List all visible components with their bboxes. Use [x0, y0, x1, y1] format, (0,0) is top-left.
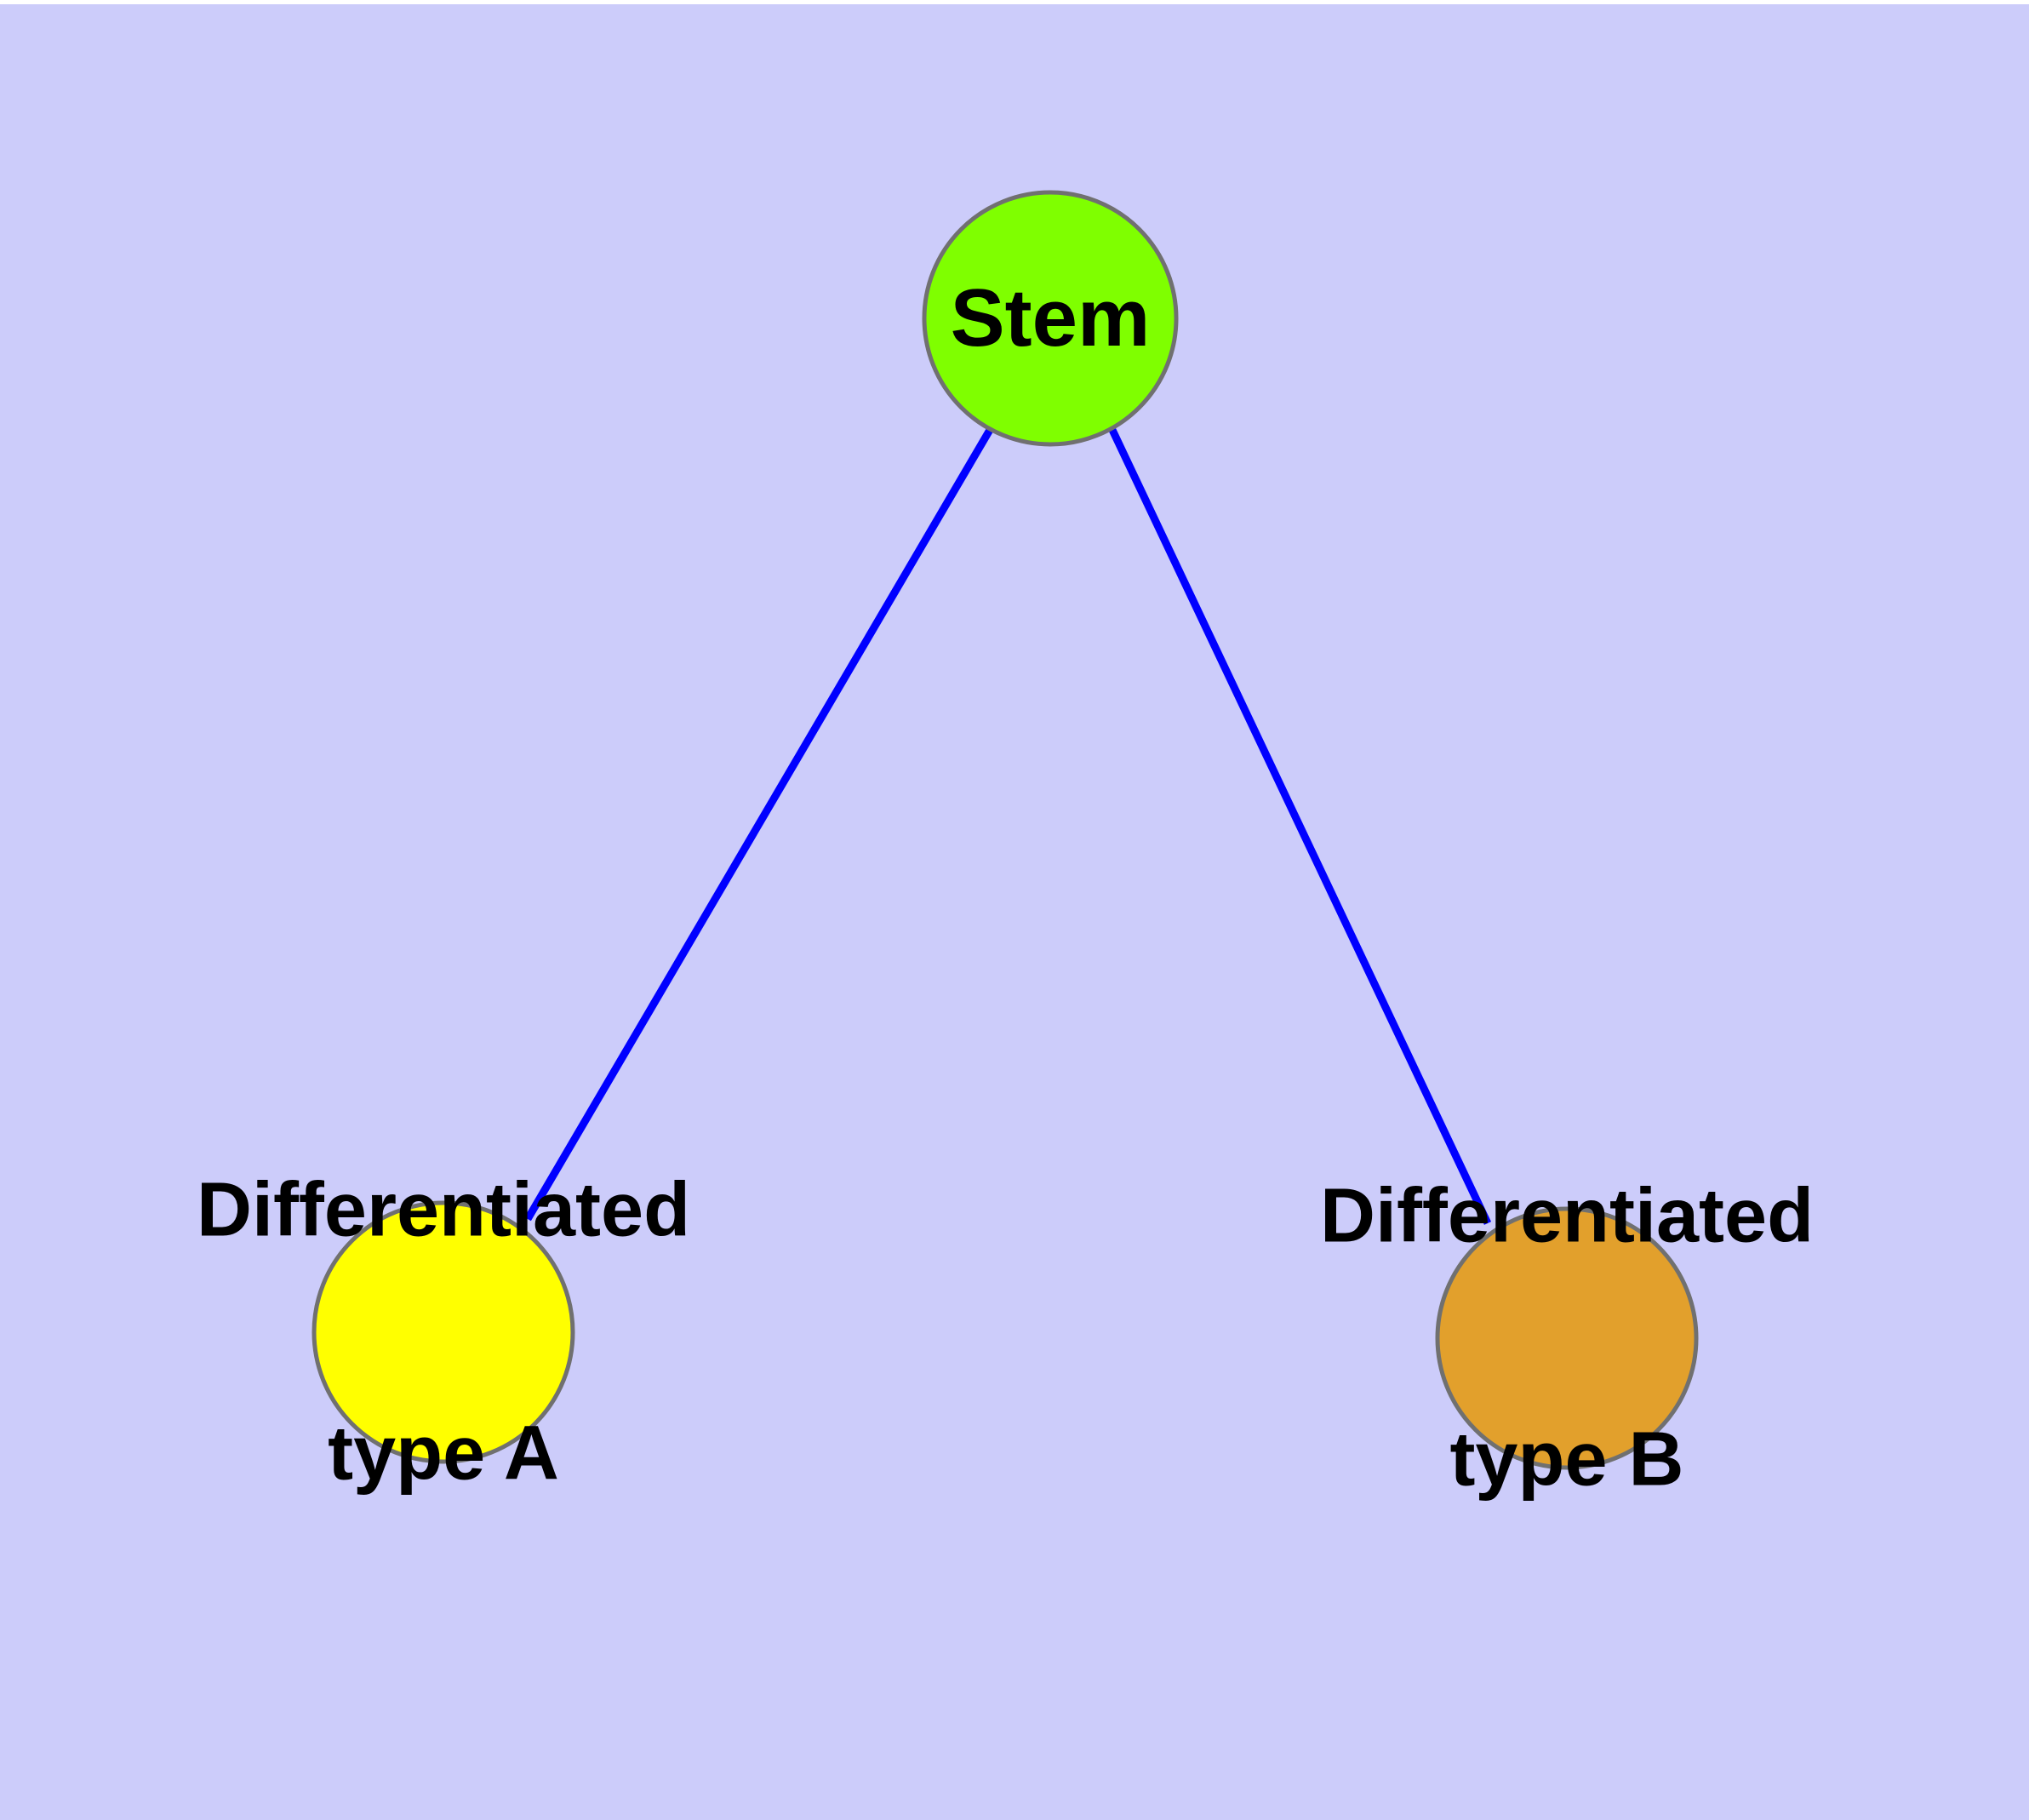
edge-stem-to-differentiated-type-a [524, 427, 993, 1222]
node-differentiated-type-b[interactable] [1435, 1206, 1699, 1470]
edge-stem-to-differentiated-type-b [1108, 428, 1492, 1225]
node-stem[interactable] [922, 190, 1179, 447]
node-differentiated-type-a[interactable] [311, 1200, 575, 1464]
